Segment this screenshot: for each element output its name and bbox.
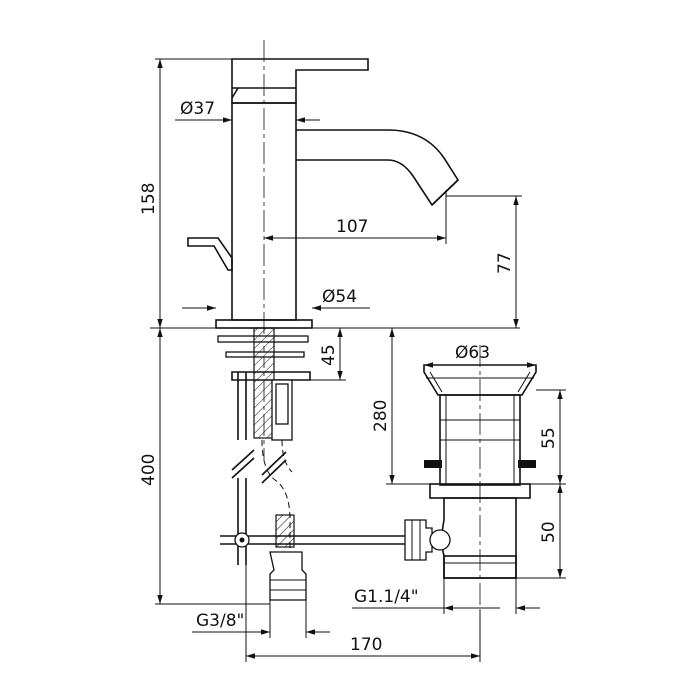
flex-hose <box>261 439 291 552</box>
threaded-shank <box>253 327 275 439</box>
supply-fitting <box>269 551 307 601</box>
label-dia-63: Ø63 <box>455 343 490 363</box>
label-50: 50 <box>539 521 559 543</box>
drain-flange-bevel <box>429 371 531 393</box>
drain-pivot <box>429 529 451 551</box>
label-280: 280 <box>371 400 391 432</box>
spout-outlet <box>431 179 459 206</box>
label-dia-54: Ø54 <box>322 287 357 307</box>
drain-rod-connector <box>404 519 433 561</box>
popup-lever <box>187 237 233 271</box>
drain-tail-ring <box>443 555 517 579</box>
label-170: 170 <box>350 635 382 655</box>
label-g38: G3/8" <box>196 611 244 631</box>
label-dia-37: Ø37 <box>180 99 215 119</box>
label-158: 158 <box>139 183 159 215</box>
label-107: 107 <box>336 217 368 237</box>
drain-washer-right <box>518 460 536 468</box>
rod-clamp-pin <box>239 537 245 543</box>
mounting-assembly <box>150 327 520 601</box>
flex-hose-2 <box>281 439 293 473</box>
dimension-labels: Ø37 158 107 77 Ø54 45 400 Ø63 280 55 50 … <box>139 99 559 655</box>
label-55: 55 <box>539 427 559 449</box>
drain-tailpiece <box>441 497 517 579</box>
break-mark-left <box>231 449 255 479</box>
break-mark-right <box>261 451 287 484</box>
label-400: 400 <box>139 454 159 486</box>
lever-handle <box>231 58 369 104</box>
fixing-nut-inner <box>275 383 289 425</box>
label-g114: G1.1/4" <box>354 587 419 607</box>
label-45: 45 <box>319 344 339 366</box>
label-77: 77 <box>495 252 515 274</box>
popup-drain <box>404 364 537 579</box>
hose-connector <box>275 514 295 548</box>
dimension-lines <box>155 58 566 662</box>
lever-chamfer <box>231 87 239 99</box>
drain-washer-left <box>424 460 442 468</box>
spout <box>296 129 460 207</box>
